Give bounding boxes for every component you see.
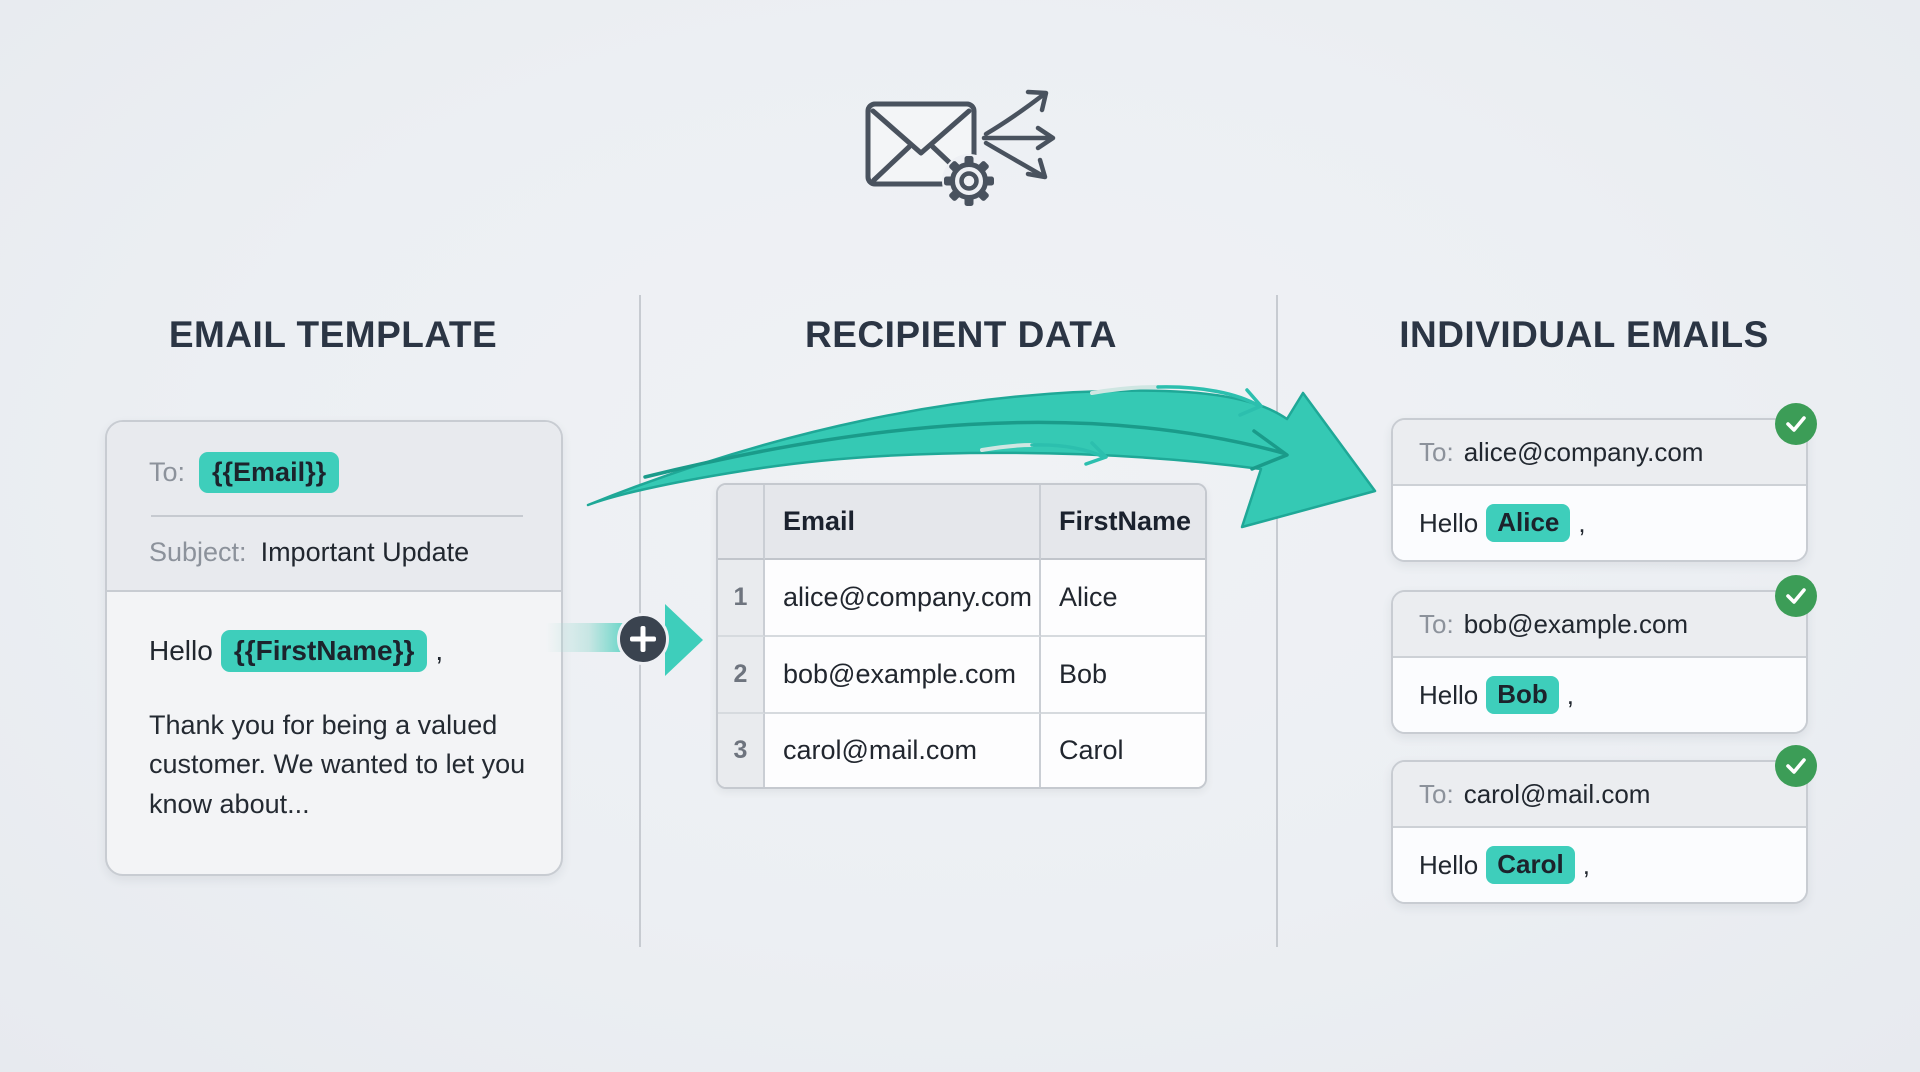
to-label: To:: [1419, 436, 1454, 467]
check-circle-icon: [1775, 745, 1817, 787]
row-number: 2: [718, 637, 765, 714]
template-body-text: Thank you for being a valued customer. W…: [149, 710, 526, 819]
merged-name-chip: Alice: [1486, 504, 1571, 542]
template-greeting: Hello {{FirstName}} ,: [149, 630, 521, 673]
subject-label: Subject:: [149, 537, 247, 568]
checkmark-glyph: [1786, 588, 1806, 604]
corner-cell: [718, 485, 765, 560]
section-divider-right: [1276, 295, 1278, 947]
row-number: 3: [718, 714, 765, 787]
greeting-suffix: ,: [1578, 507, 1586, 538]
greeting-suffix: ,: [1566, 679, 1575, 710]
template-subject-row: Subject: Important Update: [149, 537, 525, 568]
email-card-header: To: carol@mail.com: [1393, 762, 1806, 828]
email-card-header: To: alice@company.com: [1393, 420, 1806, 486]
email-card-inner: To: bob@example.com Hello Bob ,: [1393, 592, 1806, 732]
to-address: bob@example.com: [1463, 608, 1689, 639]
subject-value: Important Update: [260, 537, 470, 568]
recipient-data-heading: RECIPIENT DATA: [805, 314, 1117, 355]
greeting-suffix: ,: [1582, 849, 1590, 880]
checkmark-glyph: [1786, 416, 1806, 432]
to-address: carol@mail.com: [1463, 778, 1651, 809]
template-to-row: To: {{Email}}: [149, 452, 525, 494]
merged-name-chip: Bob: [1486, 676, 1559, 714]
greeting-prefix: Hello: [1419, 679, 1479, 710]
greeting-prefix: Hello: [149, 635, 213, 667]
greeting-suffix: ,: [435, 635, 444, 667]
row-number: 1: [718, 560, 765, 637]
envelope-gear-send-icon: [865, 89, 1056, 208]
individual-email-card: To: carol@mail.com Hello Carol ,: [1391, 745, 1817, 904]
cell-email: carol@mail.com: [765, 714, 1041, 787]
plus-circle-icon: [617, 613, 669, 665]
cell-firstname: Alice: [1041, 560, 1205, 637]
greeting-prefix: Hello: [1419, 849, 1479, 880]
speed-arrow-bottom-icon: [980, 441, 1108, 466]
inner-arrow-line: [643, 420, 1289, 479]
to-address: alice@company.com: [1463, 436, 1704, 467]
header-divider: [151, 515, 523, 518]
column-header-email: Email: [765, 485, 1041, 560]
email-card-body: Hello Bob ,: [1393, 658, 1806, 732]
cell-firstname: Bob: [1041, 637, 1205, 714]
to-label: To:: [149, 457, 186, 488]
template-card-header: To: {{Email}} Subject: Important Update: [107, 422, 561, 593]
individual-email-card: To: bob@example.com Hello Bob ,: [1391, 575, 1817, 734]
recipient-table: Email FirstName 1 alice@company.com Alic…: [716, 483, 1207, 789]
firstname-variable-chip: {{FirstName}}: [220, 630, 428, 673]
speed-arrow-top-icon: [1090, 385, 1263, 417]
greeting-prefix: Hello: [1419, 507, 1479, 538]
send-arrows-icon: [981, 89, 1056, 180]
merged-name-chip: Carol: [1486, 846, 1575, 884]
gear-icon: [942, 154, 996, 208]
email-card-body: Hello Carol ,: [1393, 828, 1806, 902]
email-variable-chip: {{Email}}: [199, 452, 340, 494]
email-card-body: Hello Alice ,: [1393, 486, 1806, 560]
check-circle-icon: [1775, 575, 1817, 617]
cell-firstname: Carol: [1041, 714, 1205, 787]
to-label: To:: [1419, 608, 1454, 639]
individual-emails-heading: INDIVIDUAL EMAILS: [1399, 314, 1769, 355]
template-card-body: Hello {{FirstName}} , Thank you for bein…: [107, 592, 561, 824]
email-template-card: To: {{Email}} Subject: Important Update …: [105, 420, 563, 876]
right-triangle-arrow-icon: [665, 604, 703, 676]
cell-email: alice@company.com: [765, 560, 1041, 637]
checkmark-glyph: [1786, 758, 1806, 774]
column-header-firstname: FirstName: [1041, 485, 1205, 560]
email-template-heading: EMAIL TEMPLATE: [168, 314, 498, 355]
to-label: To:: [1419, 778, 1454, 809]
email-card-inner: To: alice@company.com Hello Alice ,: [1393, 420, 1806, 560]
cell-email: bob@example.com: [765, 637, 1041, 714]
email-card-header: To: bob@example.com: [1393, 592, 1806, 658]
email-card-inner: To: carol@mail.com Hello Carol ,: [1393, 762, 1806, 902]
individual-email-card: To: alice@company.com Hello Alice ,: [1391, 403, 1817, 562]
check-circle-icon: [1775, 403, 1817, 445]
